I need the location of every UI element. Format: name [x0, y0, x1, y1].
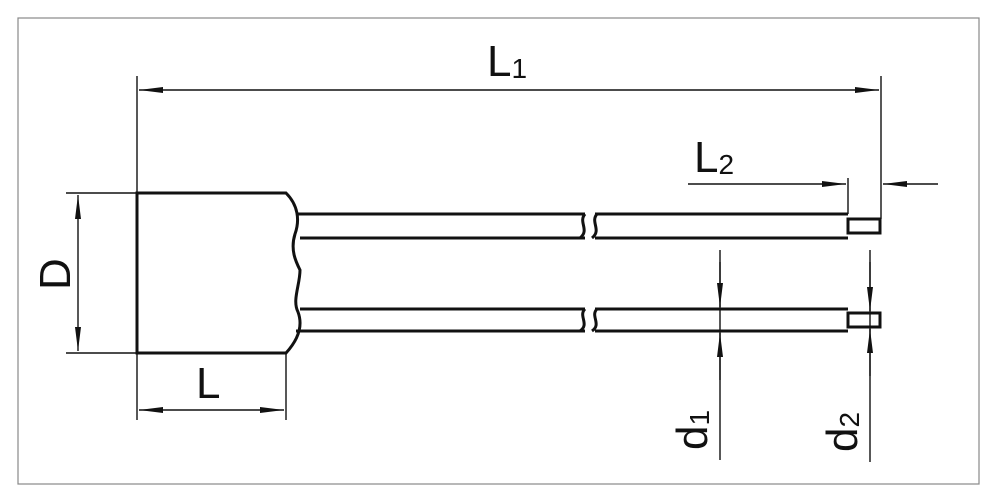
label-l1: L1 [487, 37, 527, 86]
component-body [135, 191, 302, 355]
label-d2: d2 [818, 412, 867, 452]
label-l: L [196, 359, 220, 408]
lead-wires [296, 212, 882, 333]
dimension-lines [75, 87, 938, 413]
label-d1: d1 [668, 410, 717, 450]
frame-border [17, 17, 980, 485]
label-l2: L2 [694, 133, 734, 182]
label-d: D [31, 258, 80, 290]
extension-lines [66, 76, 882, 462]
